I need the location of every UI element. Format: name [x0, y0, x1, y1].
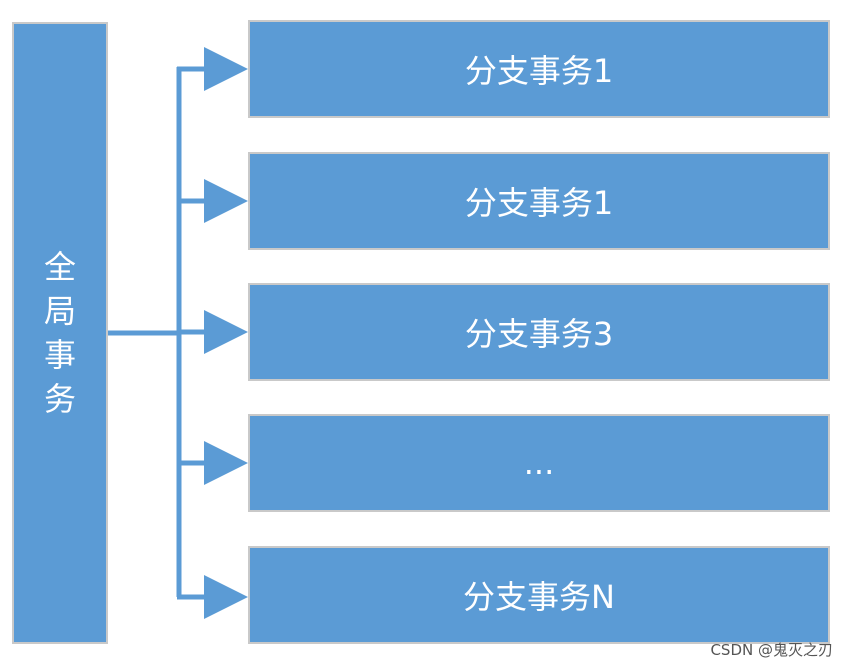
arrow-branch-1 [177, 47, 248, 91]
global-transaction-label: 全局事务 [43, 248, 76, 418]
arrow-branch-5 [177, 575, 248, 619]
branch-transaction-label: 分支事务1 [464, 52, 614, 90]
branch-transaction-box-3: 分支事务3 [248, 283, 830, 381]
arrow-branch-4 [177, 441, 248, 485]
global-transaction-box: 全局事务 [12, 22, 108, 644]
branch-transaction-box-ellipsis: ... [248, 414, 830, 512]
branch-transaction-label: ... [523, 444, 555, 482]
arrow-branch-2 [177, 179, 248, 223]
branch-transaction-box-1: 分支事务1 [248, 20, 830, 118]
arrow-branch-3 [177, 310, 248, 354]
branch-transaction-box-2: 分支事务1 [248, 152, 830, 250]
arrow-head-icon [204, 310, 248, 354]
arrow-head-icon [204, 179, 248, 223]
watermark: CSDN @鬼灭之刃 [710, 641, 833, 659]
arrow-head-icon [204, 575, 248, 619]
branch-transaction-label: 分支事务1 [464, 184, 614, 222]
branch-transaction-label: 分支事务N [463, 578, 615, 616]
branch-transaction-box-n: 分支事务N [248, 546, 830, 644]
arrow-head-icon [204, 47, 248, 91]
arrow-head-icon [204, 441, 248, 485]
branch-transaction-label: 分支事务3 [464, 315, 614, 353]
